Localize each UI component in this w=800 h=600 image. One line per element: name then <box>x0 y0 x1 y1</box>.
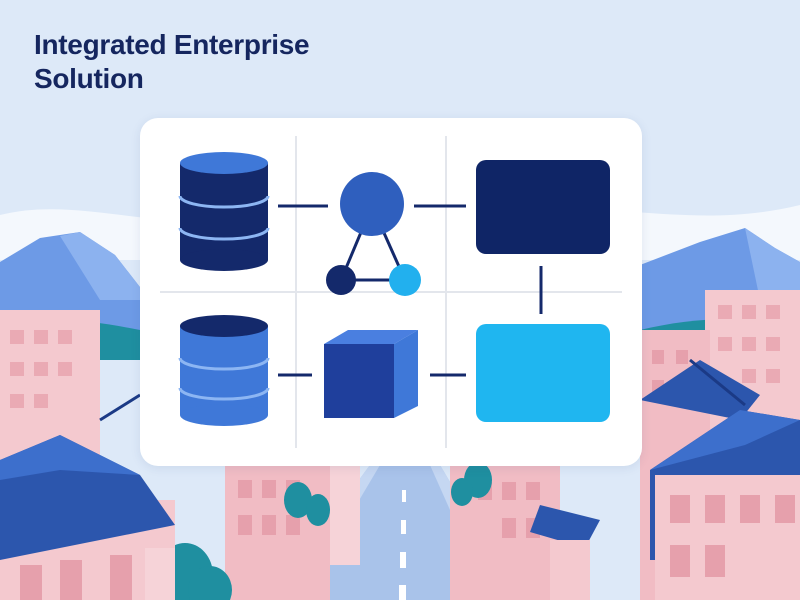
database-top-icon <box>178 152 270 271</box>
cube-icon <box>324 330 418 418</box>
house-right-front <box>640 360 800 600</box>
trees-right <box>451 462 492 506</box>
mountain-right-shade <box>745 228 800 300</box>
page-title-line-2: Solution <box>34 63 144 94</box>
house-left-front <box>0 435 175 600</box>
power-line-right <box>689 358 746 407</box>
module-light-block <box>476 324 610 422</box>
road-markings <box>399 490 406 600</box>
mountain-left-shade <box>60 232 150 300</box>
network-graph-icon <box>326 172 421 296</box>
module-dark-block <box>476 160 610 254</box>
street-buildings-left <box>225 465 360 600</box>
grid-dividers <box>160 136 622 448</box>
connectors <box>278 204 543 377</box>
database-bottom-icon <box>178 315 270 426</box>
diagram-card <box>140 118 642 466</box>
architecture-diagram <box>160 136 622 448</box>
page-title-line-1: Integrated Enterprise <box>34 29 310 60</box>
power-line-left <box>99 393 141 422</box>
page-title: Integrated Enterprise Solution <box>34 28 434 96</box>
